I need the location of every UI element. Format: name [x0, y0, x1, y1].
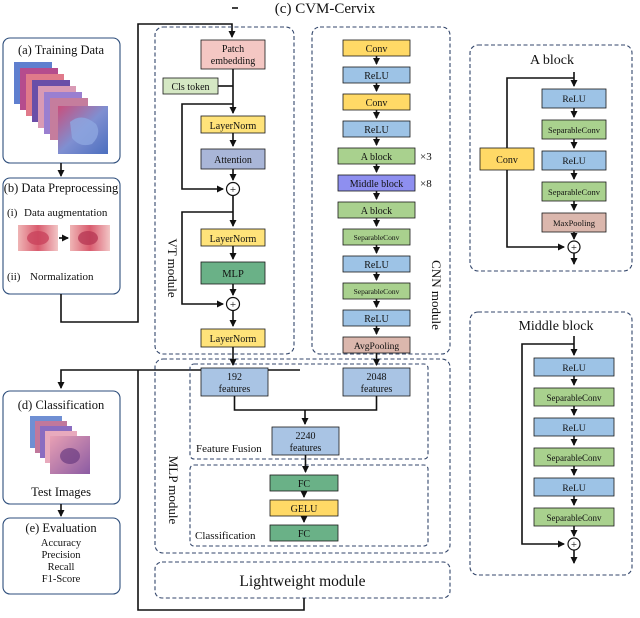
patch-embedding-label-line1: Patch	[222, 44, 244, 55]
a-block-detail: A block Conv ReLU SeparableConv ReLU Sep…	[469, 44, 633, 272]
normalization-label: Normalization	[30, 271, 94, 283]
middle-block-separableconv-label-1: SeparableConv	[547, 393, 602, 403]
test-images-stack	[30, 416, 90, 474]
vt-module-label: VT module	[165, 238, 180, 298]
a-block-relu-label-2: ReLU	[562, 157, 585, 167]
a-block-separableconv-label-2: SeparableConv	[548, 187, 601, 197]
fc-label-1: FC	[298, 479, 311, 490]
a-block-conv-label: Conv	[496, 155, 518, 166]
cnn-module-label: CNN module	[429, 260, 444, 330]
metric-accuracy: Accuracy	[41, 538, 82, 549]
augmentation-label: Data augmentation	[24, 207, 108, 219]
middle-block-title: Middle block	[518, 319, 593, 334]
cnn-conv-label-1: Conv	[366, 44, 388, 55]
mlp-classification-label: Classification	[195, 530, 256, 542]
augmentation-index: (i)	[7, 207, 18, 219]
mlp-module-label: MLP module	[166, 456, 181, 525]
a-block-separableconv-label-1: SeparableConv	[548, 125, 601, 135]
classification-label: (d) Classification	[18, 398, 105, 412]
residual-add-1	[225, 181, 241, 197]
a-block-repeat: ×3	[420, 151, 432, 163]
cnn-features-value: 2048	[367, 372, 387, 383]
fc-label-2: FC	[298, 529, 311, 540]
a-block-relu-label-1: ReLU	[562, 95, 585, 105]
patch-embedding-label-line2: embedding	[211, 56, 255, 67]
vt-features-block	[200, 367, 269, 397]
vt-features-unit: features	[219, 384, 251, 395]
layernorm-label-1: LayerNorm	[210, 121, 257, 132]
mlp-module: MLP module 192 features 2048 features 22…	[154, 347, 451, 554]
data-preprocessing-panel: (b) Data Preprocessing (i) Data augmenta…	[2, 177, 121, 295]
diagram-title: (c) CVM-Cervix	[275, 1, 376, 17]
metric-precision: Precision	[41, 550, 81, 561]
middle-block-relu-label-2: ReLU	[562, 424, 585, 434]
residual-add-2	[225, 296, 241, 312]
cnn-relu-label-2: ReLU	[364, 125, 389, 136]
cnn-avgpooling-label: AvgPooling	[354, 342, 399, 352]
cnn-separableconv-label-1: SeparableConv	[354, 233, 400, 242]
middle-block-relu-label-3: ReLU	[562, 484, 585, 494]
a-block-maxpooling-label: MaxPooling	[553, 218, 596, 228]
middle-block-detail: Middle block ReLU SeparableConv ReLU Sep…	[469, 311, 633, 576]
cls-token-label: Cls token	[171, 82, 209, 93]
middle-block-relu-label-1: ReLU	[562, 364, 585, 374]
cnn-a-block-label-2: A block	[361, 206, 392, 217]
patch-embedding-block	[200, 39, 266, 70]
vt-features-value: 192	[227, 372, 242, 383]
metric-f1-score: F1-Score	[42, 574, 81, 585]
evaluation-label: (e) Evaluation	[25, 521, 97, 535]
training-images-stack	[14, 62, 108, 154]
middle-block-add-symbol: +	[571, 540, 577, 551]
lightweight-module: Lightweight module	[137, 370, 451, 611]
cnn-module: CNN module Conv ReLU Conv ReLU A block ×…	[311, 26, 451, 355]
fc-block-2	[269, 524, 339, 542]
mlp-label: MLP	[222, 269, 244, 280]
residual-add-2-symbol: +	[230, 299, 236, 311]
attention-label: Attention	[214, 155, 252, 166]
layernorm-label-2: LayerNorm	[210, 234, 257, 245]
lightweight-module-label: Lightweight module	[239, 573, 365, 590]
training-data-panel: (a) Training Data	[2, 37, 121, 164]
test-images-label: Test Images	[31, 485, 91, 499]
a-block-add-symbol: +	[571, 243, 577, 254]
fused-features-value: 2240	[296, 431, 316, 442]
residual-add-1-symbol: +	[230, 184, 236, 196]
middle-block-separableconv-label-3: SeparableConv	[547, 513, 602, 523]
training-data-label: (a) Training Data	[18, 43, 105, 57]
metric-recall: Recall	[48, 562, 75, 573]
middle-block-separableconv-label-2: SeparableConv	[547, 453, 602, 463]
vt-module: VT module Patch embedding Cls token Laye…	[154, 26, 295, 355]
a-block-title: A block	[530, 53, 574, 68]
feature-fusion-label: Feature Fusion	[196, 443, 262, 455]
cnn-middle-block-label: Middle block	[350, 179, 404, 190]
cnn-a-block-label-1: A block	[361, 152, 392, 163]
evaluation-panel: (e) Evaluation Accuracy Precision Recall…	[2, 517, 121, 595]
cnn-separableconv-label-2: SeparableConv	[354, 287, 400, 296]
cnn-features-unit: features	[361, 384, 393, 395]
cnn-relu-label-1: ReLU	[364, 71, 389, 82]
cnn-conv-label-2: Conv	[366, 98, 388, 109]
cnn-relu-label-4: ReLU	[364, 314, 389, 325]
gelu-label: GELU	[291, 504, 318, 515]
classification-panel: (d) Classification Test Images	[2, 390, 121, 505]
data-preprocessing-label: (b) Data Preprocessing	[4, 181, 119, 195]
fused-features-unit: features	[290, 443, 322, 454]
layernorm-label-3: LayerNorm	[210, 334, 257, 345]
middle-block-repeat: ×8	[420, 178, 432, 190]
cnn-relu-label-3: ReLU	[364, 260, 389, 271]
normalization-index: (ii)	[7, 271, 21, 283]
